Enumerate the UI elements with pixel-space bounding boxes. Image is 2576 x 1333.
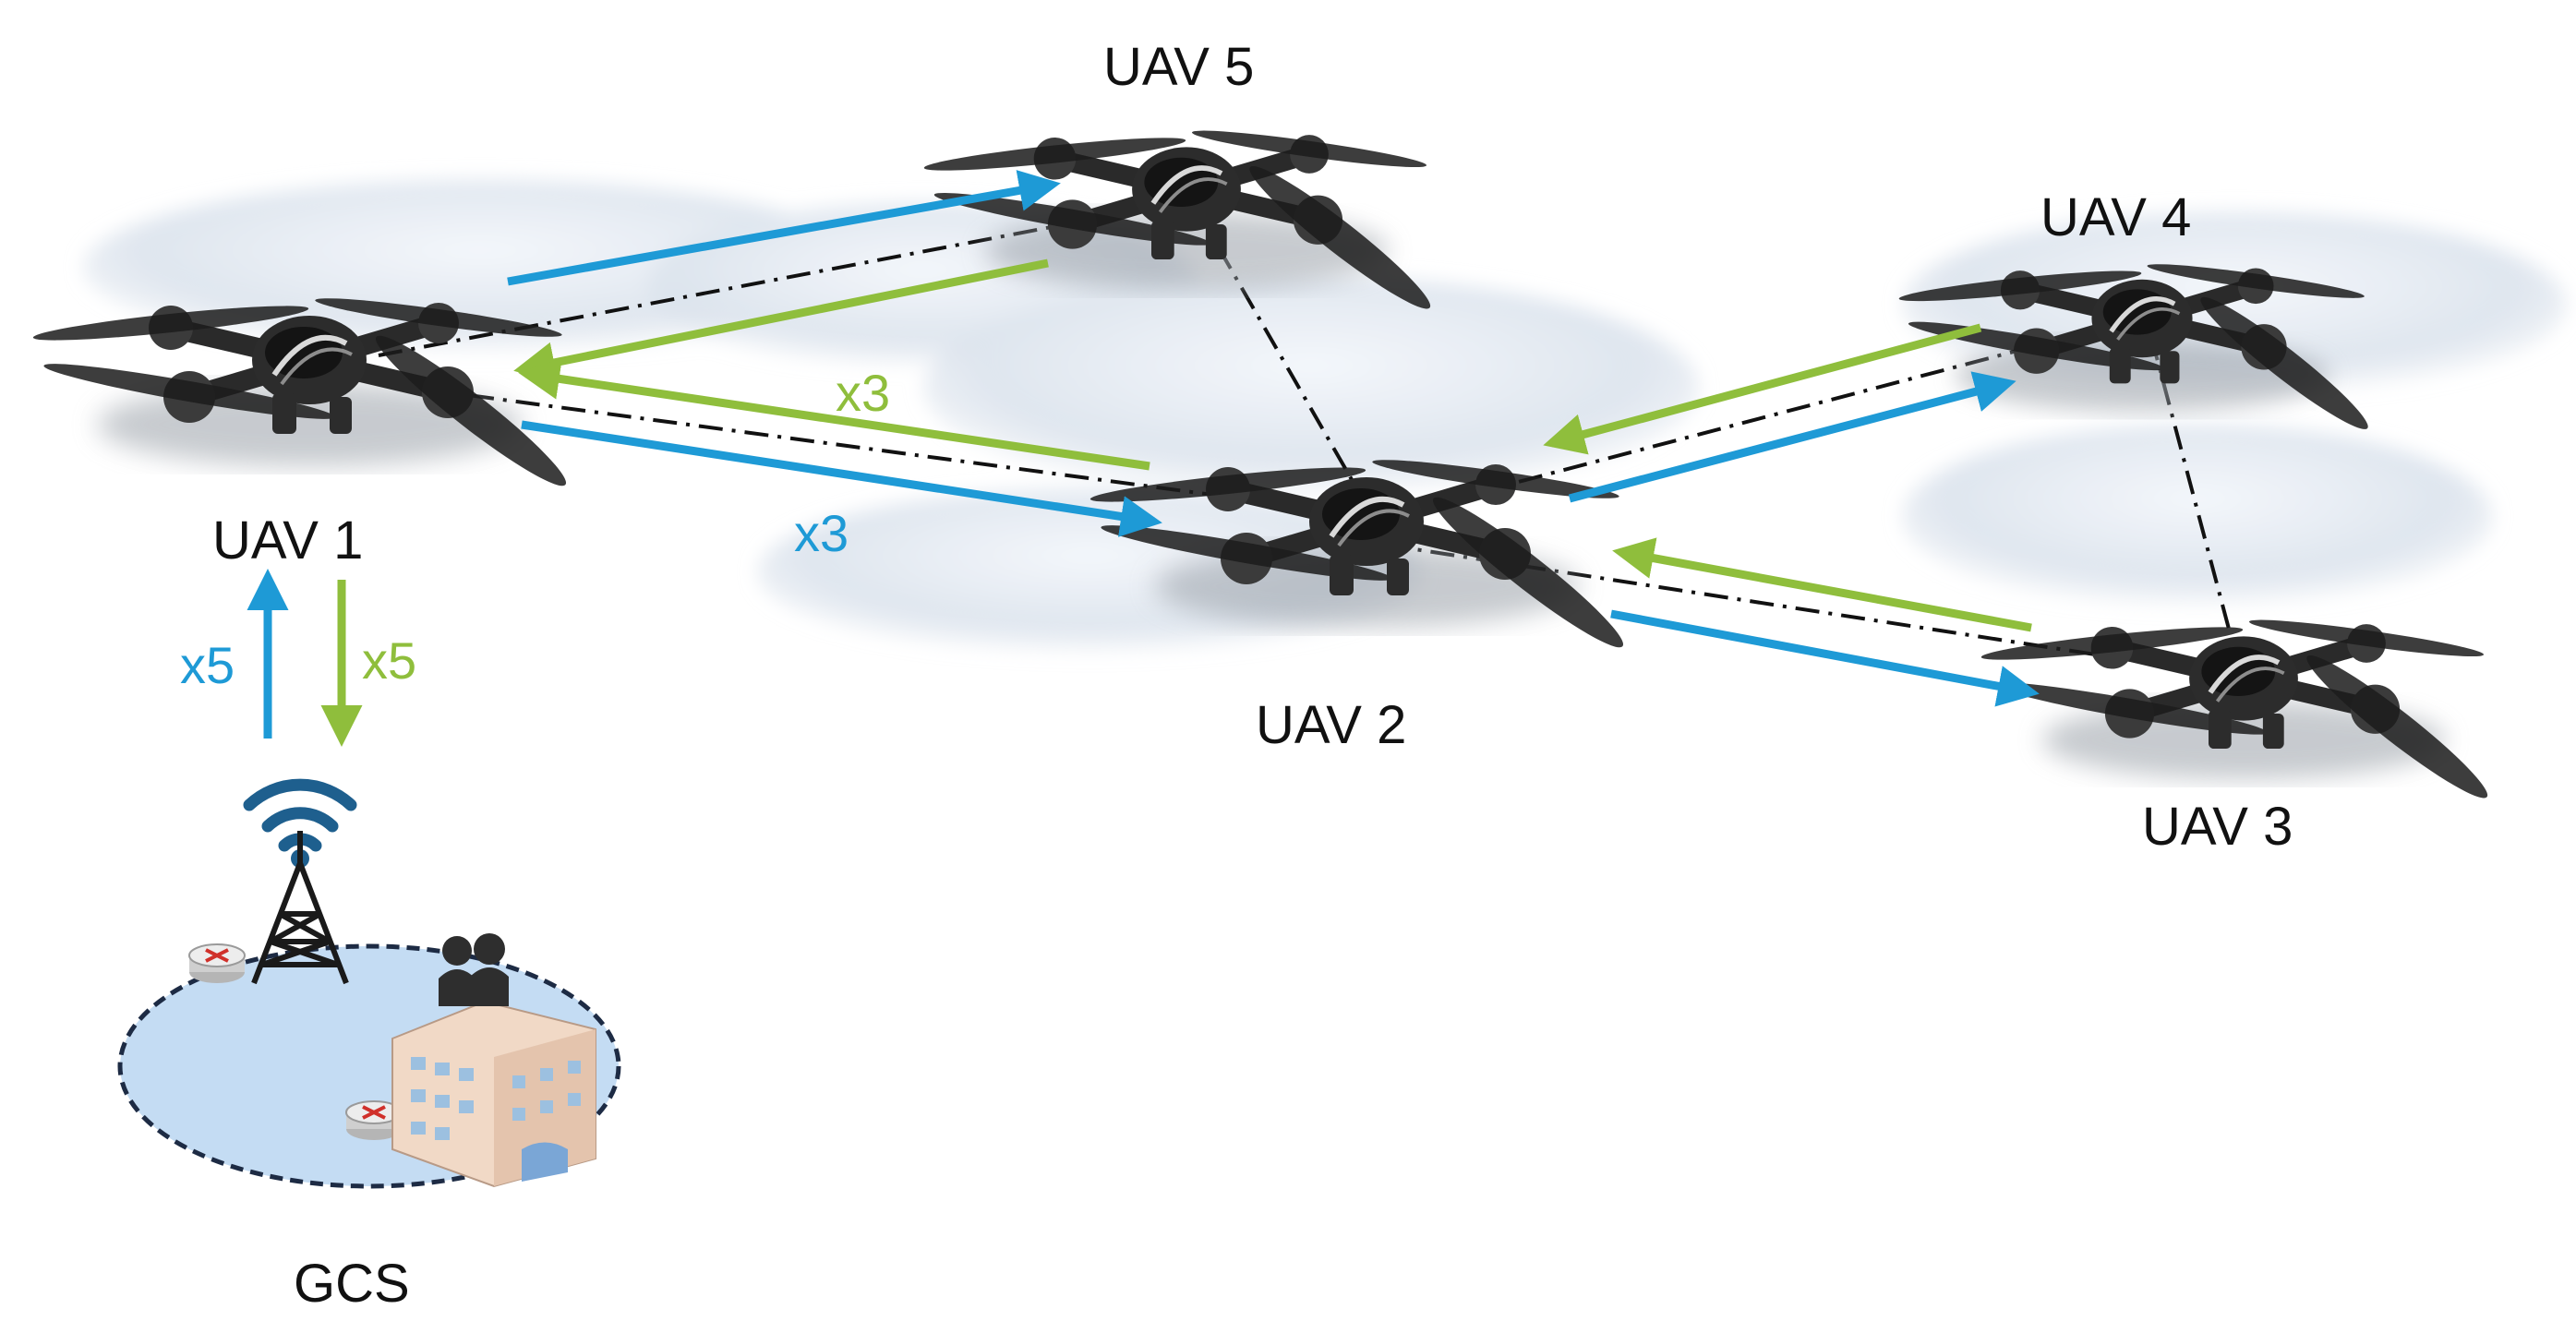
blue-link-uav2-uav4 (1568, 371, 2016, 503)
multiplier-uplink-gcs: x5 (180, 636, 235, 694)
building-icon (391, 1000, 596, 1188)
green-link-uav5-uav1 (513, 258, 1049, 383)
green-link-uav3-uav2 (1612, 537, 2032, 632)
green-link-uav4-uav2 (1543, 323, 1982, 455)
gcs-station (117, 778, 621, 1189)
router-icon-top (187, 943, 247, 985)
uav2-label: UAV 2 (1256, 695, 1406, 755)
uav3-drone-icon (1980, 614, 2497, 810)
multiplier-downlink-gcs: x5 (362, 631, 416, 690)
blue-link-uav2-uav3 (1610, 609, 2040, 707)
mesh-link-uav1-uav2 (378, 381, 1344, 514)
gcs-label: GCS (294, 1254, 410, 1314)
return-links (320, 258, 2032, 747)
green-link-uav2-uav1 (518, 358, 1150, 471)
uav1-drone-icon (32, 292, 576, 498)
multiplier-blue-uav1-uav2: x3 (794, 504, 849, 562)
uav3-label: UAV 3 (2142, 797, 2293, 857)
uav5-label: UAV 5 (1103, 37, 1254, 97)
people-icon (439, 933, 509, 1006)
uav1-label: UAV 1 (212, 510, 363, 570)
blue-link-uav1-uav5 (507, 170, 1061, 286)
antenna-tower-icon (251, 831, 349, 985)
multiplier-green-uav5-uav1: x3 (836, 364, 890, 422)
blue-link-uav1-uav2 (521, 420, 1162, 537)
uav4-label: UAV 4 (2040, 187, 2191, 247)
forward-links (247, 170, 2040, 739)
